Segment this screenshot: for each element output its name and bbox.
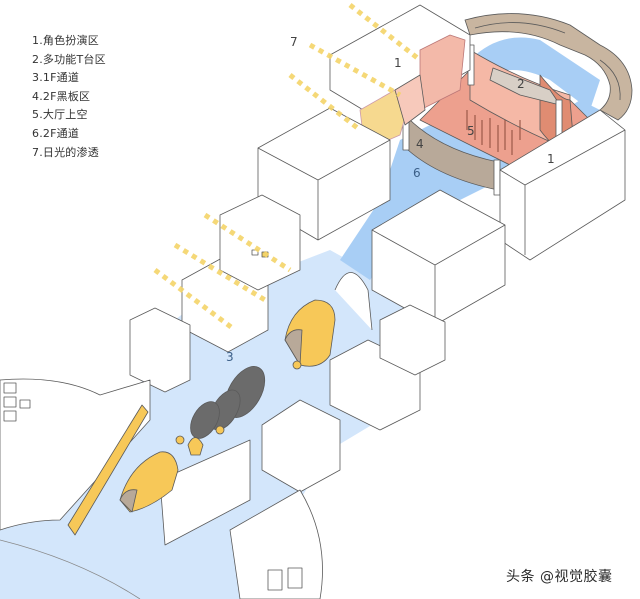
room-lower-bottom	[159, 439, 251, 546]
room-lower-center	[261, 399, 341, 493]
zone-label-1-right: 1	[547, 152, 555, 166]
legend-item-sunlight: 7.日光的渗透	[32, 145, 99, 159]
yellow-tunnel-upper-face	[284, 329, 303, 366]
room-left-partition	[129, 307, 191, 393]
seating-step-line	[599, 59, 621, 101]
legend: 1.角色扮演区 2.多功能T台区 3.1F通道 4.2F黑板区 5.大厅上空 6…	[32, 32, 106, 162]
zone-label-1-left: 1	[394, 56, 402, 70]
yellow-tunnel-lower-face	[119, 489, 138, 513]
corridor-2f-upper	[470, 37, 600, 110]
stage-platform-2	[489, 67, 561, 106]
legend-item-1f-corridor: 3.1F通道	[32, 71, 80, 85]
zone-label-3: 3	[226, 350, 234, 364]
arch-opening	[334, 272, 373, 331]
legend-item-2f-corridor: 6.2F通道	[32, 126, 80, 140]
stage-hanging-rods	[466, 110, 521, 155]
sunlight-rays	[153, 3, 422, 332]
zone-label-7: 7	[290, 35, 298, 49]
legend-item-2f-blackboard: 4.2F黑板区	[32, 89, 91, 103]
box-edge	[371, 224, 506, 325]
stool	[215, 425, 225, 435]
stool	[292, 360, 302, 370]
room-wc-upper	[219, 194, 301, 291]
stool	[175, 435, 185, 445]
left-wing-windows	[3, 382, 31, 422]
box-edge	[257, 139, 391, 240]
zone-label-2: 2	[517, 77, 525, 91]
seating-step-line	[474, 22, 566, 34]
bottom-right-windows	[267, 567, 303, 591]
room-right-small	[379, 304, 446, 376]
zone-label-5: 5	[467, 124, 475, 138]
roleplay-panel-pink-2	[394, 74, 426, 126]
column	[493, 159, 501, 196]
amphitheatre-seating	[464, 13, 633, 121]
legend-item-atrium-void: 5.大厅上空	[32, 108, 88, 122]
volume-box-right	[371, 189, 506, 326]
zone-label-4: 4	[416, 137, 424, 151]
legend-item-t-stage: 2.多功能T台区	[32, 52, 106, 66]
bottom-curve	[0, 539, 141, 599]
left-wing-yellow-wall	[67, 404, 149, 536]
roleplay-block-left	[329, 4, 471, 121]
watermark: 头条 @视觉胶囊	[506, 569, 613, 585]
zone-label-6: 6	[413, 166, 421, 180]
left-wing-outline	[0, 378, 151, 531]
yellow-arch-stool	[187, 437, 204, 456]
legend-item-roleplay: 1.角色扮演区	[32, 34, 99, 47]
